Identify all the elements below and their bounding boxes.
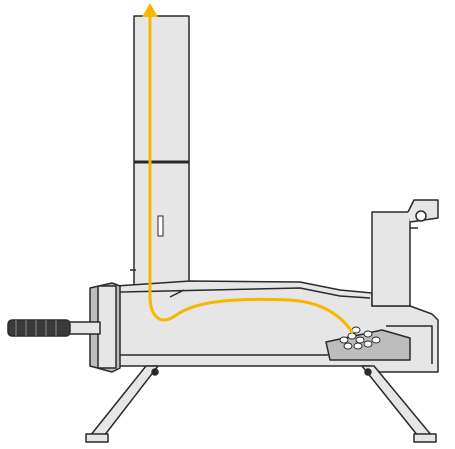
- rear-foot: [413, 433, 437, 443]
- airflow-line: [148, 13, 354, 334]
- rear-leg: [361, 365, 433, 437]
- chimney-damper: [157, 215, 164, 237]
- front-leg-pivot: [151, 368, 159, 376]
- airflow-arrowhead-icon: [142, 3, 158, 17]
- front-leg: [89, 365, 159, 437]
- oven-rear-panel: [386, 325, 433, 364]
- side-handle: [7, 319, 71, 337]
- rear-leg-pivot: [364, 368, 372, 376]
- airflow-path: [142, 3, 354, 334]
- chimney: [133, 15, 190, 303]
- pellet-hopper: [371, 211, 411, 307]
- pellets: [339, 326, 381, 350]
- front-foot: [85, 433, 109, 443]
- hopper-lid-hinge: [415, 210, 427, 222]
- handle-bracket: [65, 321, 101, 335]
- chimney-base-latch: [169, 289, 185, 298]
- oven-top-seam: [119, 287, 371, 299]
